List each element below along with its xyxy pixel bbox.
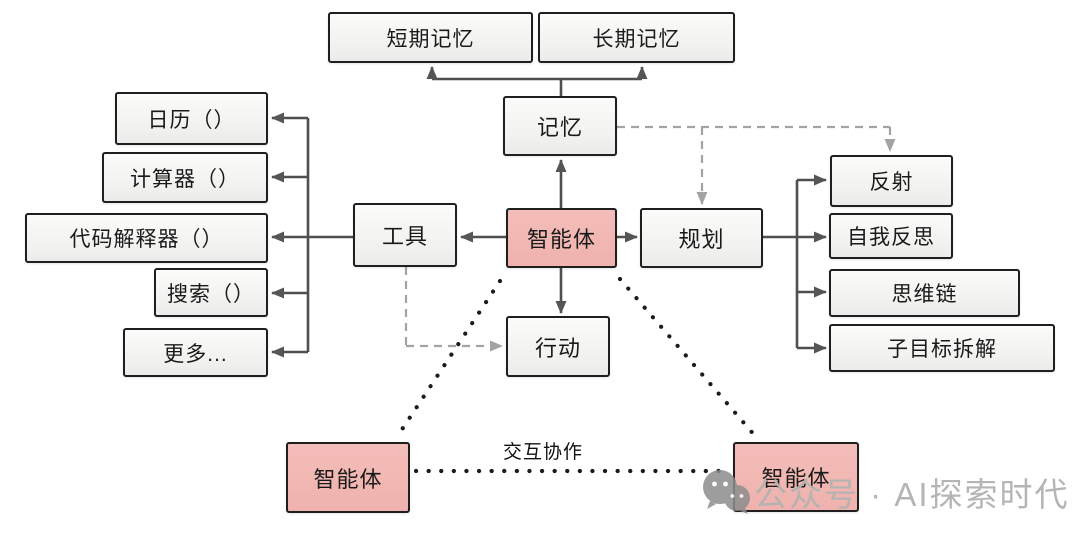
node-self-reflection: 自我反思 [829,213,953,259]
node-label: 智能体 [313,466,383,492]
node-agent: 智能体 [506,208,617,268]
node-planning: 规划 [640,208,763,268]
node-agent-left: 智能体 [286,442,410,513]
node-label: 工具 [381,224,428,249]
node-label: 短期记忆 [386,27,475,51]
node-label: 长期记忆 [592,27,681,51]
node-label: 自我反思 [847,226,935,249]
node-more: 更多... [123,328,268,377]
node-tools: 工具 [353,203,457,267]
node-label: 计算器（） [130,167,240,191]
node-long-term-memory: 长期记忆 [538,12,735,63]
node-search: 搜索（） [154,268,268,317]
node-label: 行动 [534,335,581,361]
node-short-term-memory: 短期记忆 [328,12,533,63]
dashed-edges [404,125,896,352]
node-label: 反射 [869,171,914,194]
node-label: 日历（） [147,108,236,132]
watermark: 公众号 · AI探索时代 [700,468,1070,516]
node-label: 规划 [678,227,725,252]
node-subgoal-decomposition: 子目标拆解 [829,324,1055,372]
node-label: 子目标拆解 [887,338,997,361]
node-label: 代码解释器（） [69,228,224,251]
node-agent-right: 智能体 [733,442,859,512]
node-calculator: 计算器（） [102,152,268,203]
collaboration-label: 交互协作 [502,442,583,463]
node-reflection: 反射 [830,155,953,207]
watermark-text: 公众号 · AI探索时代 [754,476,1070,513]
node-label: 智能体 [526,227,596,252]
node-label: 记忆 [536,115,583,140]
node-label: 思维链 [891,283,958,306]
dotted-edges [394,276,759,474]
node-chain-of-thought: 思维链 [829,269,1020,317]
node-label: 更多... [163,342,228,366]
node-label: 智能体 [761,466,831,491]
node-code-interpreter: 代码解释器（） [25,213,268,263]
node-memory: 记忆 [503,96,617,156]
node-label: 搜索（） [167,282,255,306]
node-calendar: 日历（） [115,92,268,145]
node-action: 行动 [506,316,610,377]
wechat-icon [703,470,750,514]
solid-edges [271,66,827,358]
